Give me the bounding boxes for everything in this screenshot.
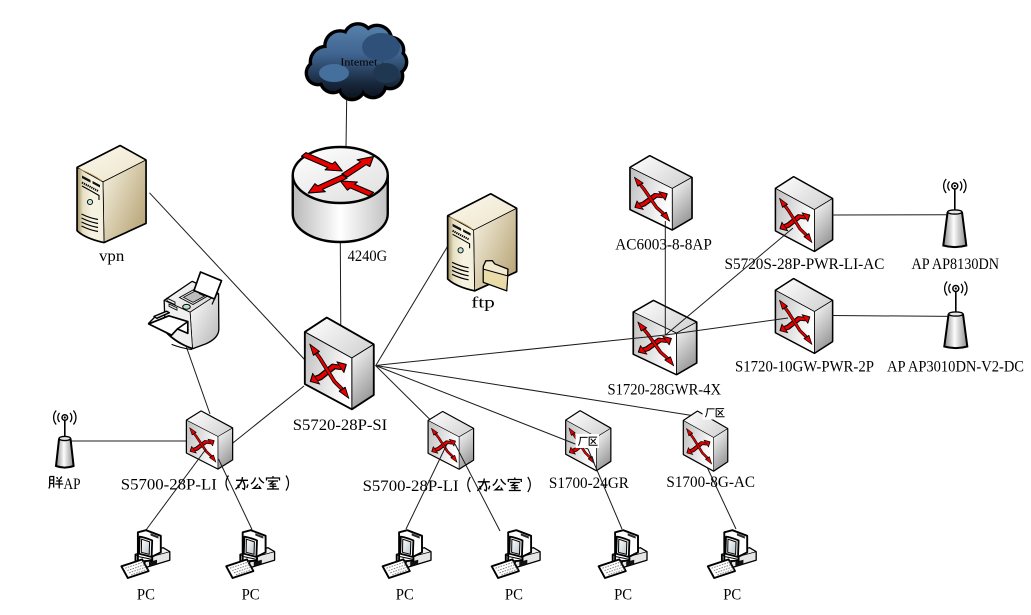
svg-text:PC: PC (614, 587, 632, 604)
svg-text:S1700-24GR: S1700-24GR (549, 475, 629, 492)
svg-text:ftp: ftp (471, 295, 495, 312)
svg-text:Intemet: Intemet (340, 57, 377, 69)
svg-text:PC: PC (242, 587, 260, 604)
svg-text:S1720-10GW-PWR-2P: S1720-10GW-PWR-2P (735, 359, 874, 376)
svg-text:S5700-28P-LI: S5700-28P-LI (121, 477, 217, 494)
svg-text:S5700-28P-LI: S5700-28P-LI (363, 478, 459, 495)
svg-text:AC6003-8-8AP: AC6003-8-8AP (615, 237, 712, 254)
svg-text:vpn: vpn (99, 248, 124, 265)
svg-text:4240G: 4240G (348, 248, 388, 265)
svg-text:PC: PC (723, 587, 741, 604)
svg-text:AP: AP (64, 476, 81, 493)
svg-text:S1700-8G-AC: S1700-8G-AC (666, 474, 755, 491)
svg-text:PC: PC (137, 587, 155, 604)
svg-text:AP AP3010DN-V2-DC: AP AP3010DN-V2-DC (887, 359, 1024, 376)
svg-text:PC: PC (396, 587, 414, 604)
svg-text:S1720-28GWR-4X: S1720-28GWR-4X (608, 382, 722, 399)
svg-text:AP AP8130DN: AP AP8130DN (912, 256, 1000, 273)
svg-text:PC: PC (505, 587, 523, 604)
svg-text:S5720S-28P-PWR-LI-AC: S5720S-28P-PWR-LI-AC (725, 256, 885, 273)
svg-text:S5720-28P-SI: S5720-28P-SI (293, 417, 387, 434)
